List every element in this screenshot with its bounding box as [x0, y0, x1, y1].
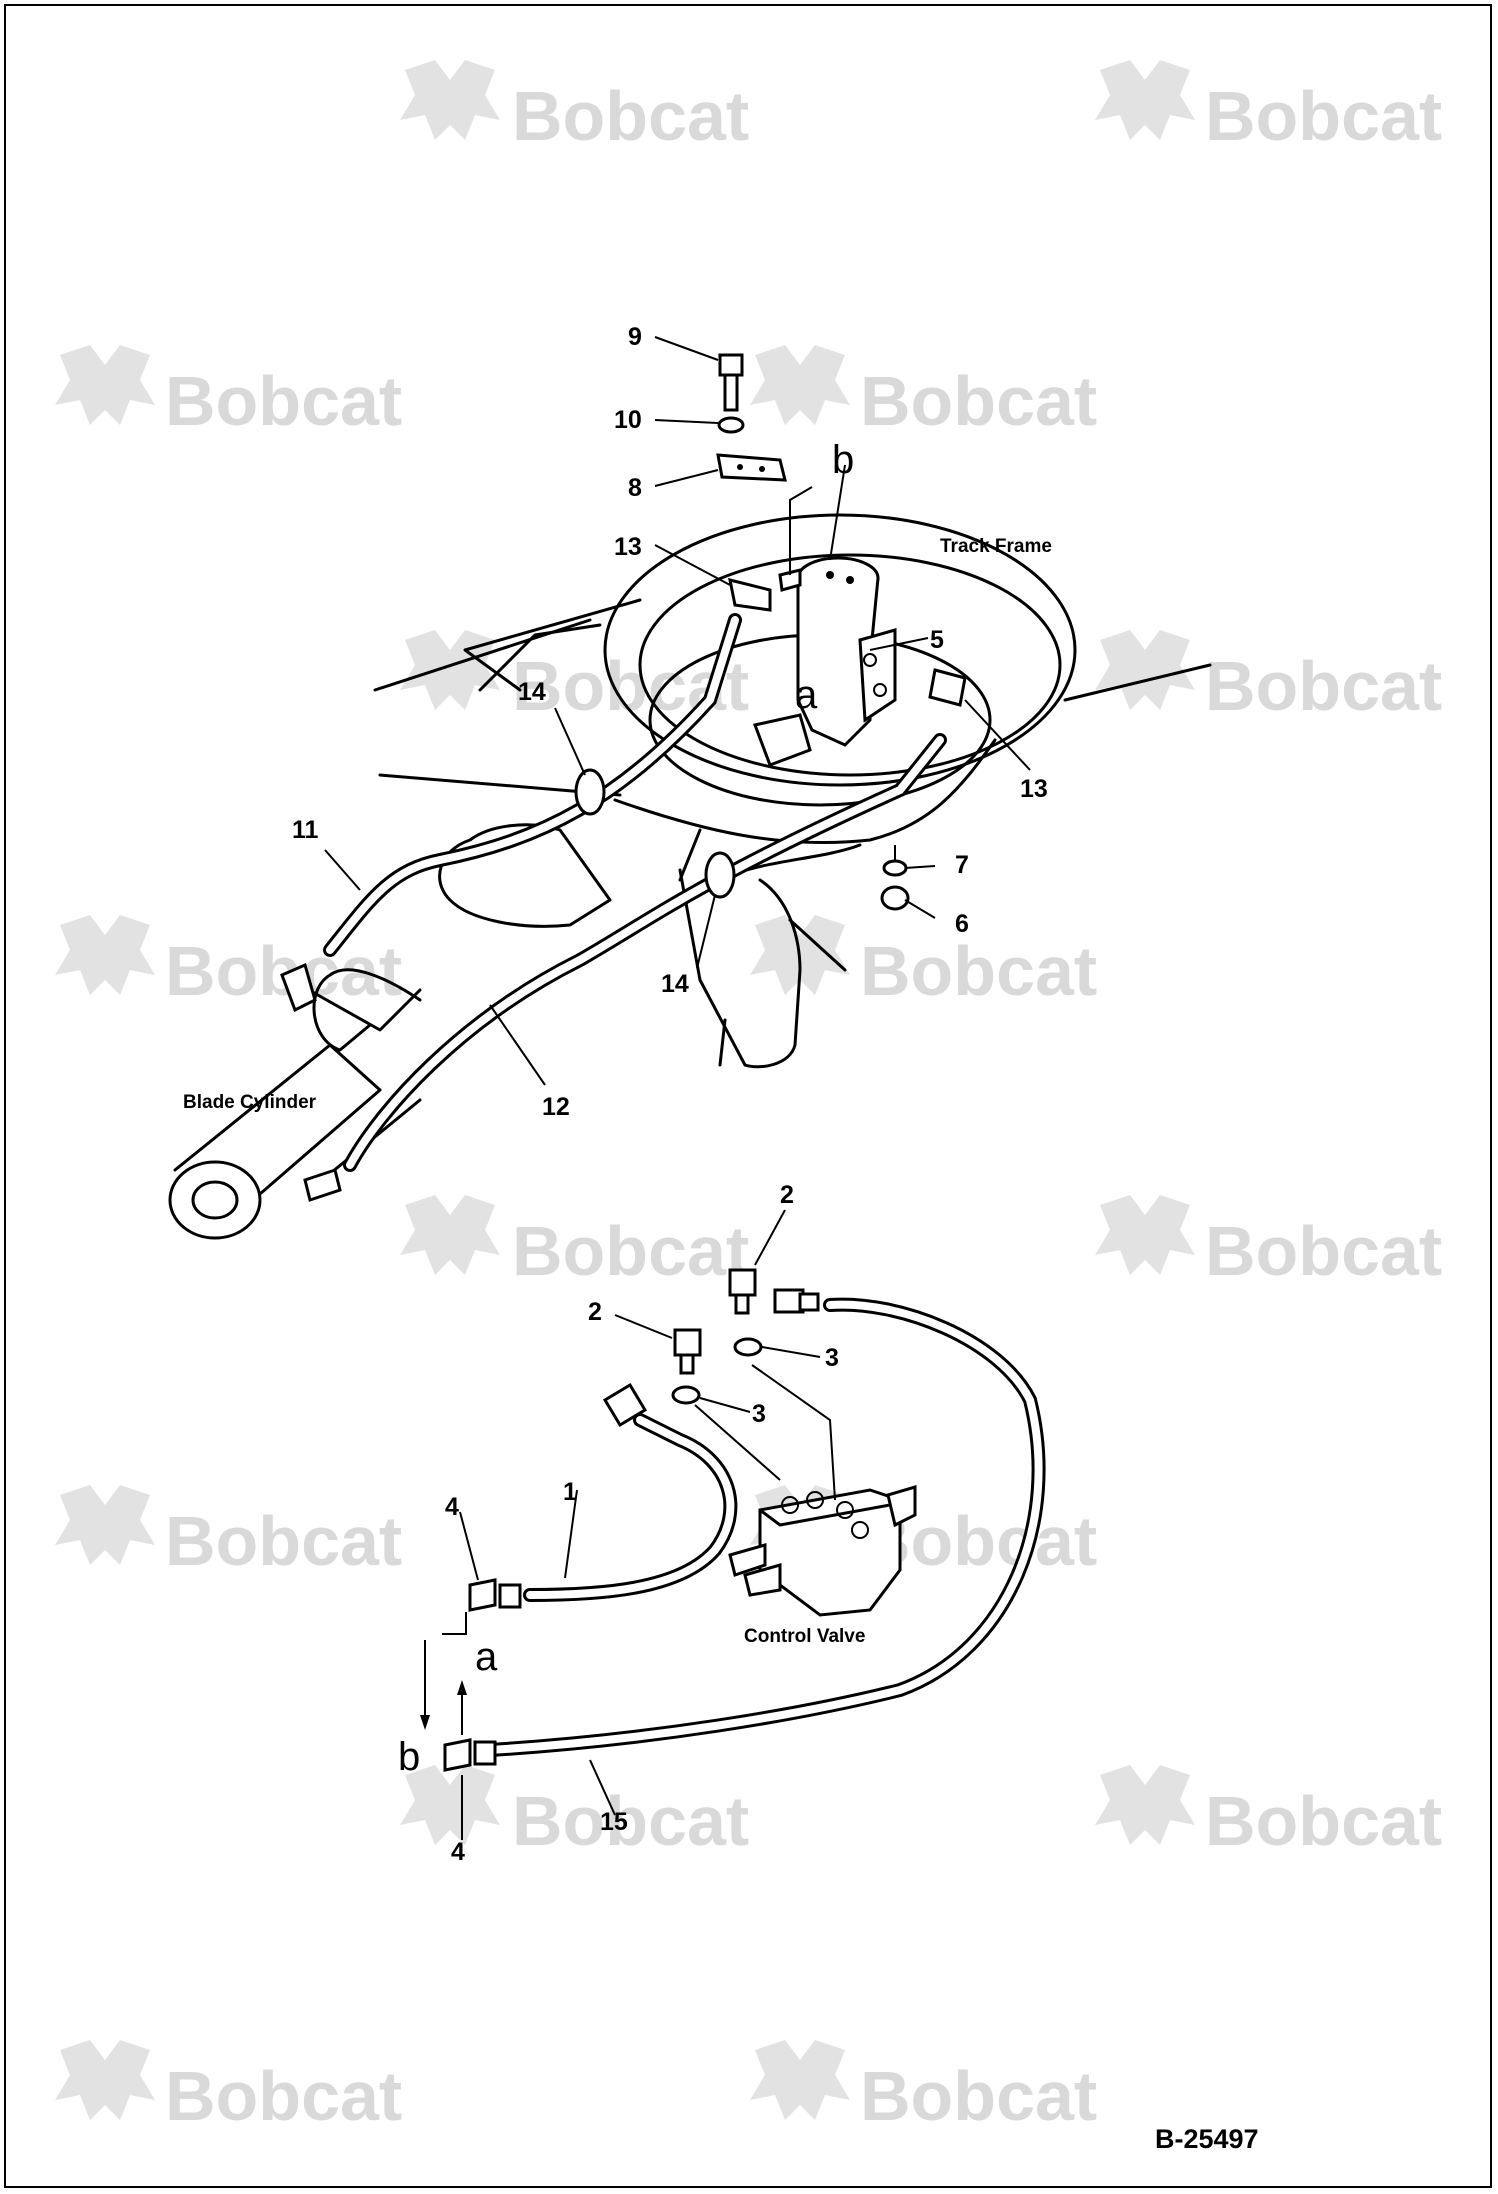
watermark-text: Bobcat	[165, 362, 402, 440]
hose-11	[323, 613, 742, 957]
watermark-logo-icon	[400, 1195, 500, 1275]
watermark-logo-icon	[55, 1485, 155, 1565]
hose-12	[343, 733, 947, 1172]
callout-5: 5	[930, 626, 944, 654]
callout-14-bottom: 14	[661, 970, 689, 998]
leader-lines	[324, 336, 1031, 1840]
watermark-logo-icon	[400, 630, 500, 710]
watermark-logo-icon	[1095, 60, 1195, 140]
callouts: 9 10 8 13 5 13 14 11 7 6 14 12 2 2 3 3 4…	[292, 323, 1048, 1866]
watermark-logo-icon	[1095, 1195, 1195, 1275]
hose-15	[483, 1297, 1046, 1757]
watermark-logo-icon	[55, 915, 155, 995]
watermark-logo-icon	[55, 345, 155, 425]
callout-3-right: 3	[825, 1344, 839, 1372]
watermark-text: Bobcat	[1205, 647, 1442, 725]
callout-2-right: 2	[780, 1181, 794, 1209]
hose-1	[523, 1413, 738, 1602]
control-valve-label: Control Valve	[744, 1626, 865, 1647]
callout-15: 15	[600, 1808, 628, 1836]
o-ring-3-left	[671, 1385, 701, 1405]
watermark-text: Bobcat	[512, 1782, 749, 1860]
letter-b-bottom: b	[398, 1735, 420, 1779]
diagram-frame	[4, 4, 1492, 2188]
watermark-logo-icon	[750, 2040, 850, 2120]
track-frame	[373, 513, 1212, 1069]
washer-10	[717, 416, 745, 434]
callout-9: 9	[628, 323, 642, 351]
watermark-text: Bobcat	[1205, 1212, 1442, 1290]
adapter-2-left	[673, 1328, 702, 1375]
a-link-line	[442, 1612, 467, 1635]
elbow-13-top	[728, 577, 772, 612]
hose-15-end-fitting	[773, 1288, 820, 1314]
letter-a-bottom: a	[475, 1635, 498, 1679]
letter-b-top: b	[832, 438, 854, 482]
bolt-9	[718, 353, 744, 412]
arrow-a-icon	[457, 1680, 467, 1695]
o-ring-3-right	[733, 1337, 763, 1357]
control-valve	[728, 1484, 917, 1617]
washer-7	[882, 859, 908, 877]
watermark-text: Bobcat	[860, 2057, 1097, 2135]
watermark-text: Bobcat	[860, 932, 1097, 1010]
watermark-logo-icon	[55, 2040, 155, 2120]
callout-8: 8	[628, 474, 642, 502]
elbow-hose-1-end	[602, 1382, 648, 1428]
track-frame-label: Track Frame	[940, 536, 1052, 557]
callout-4-bottom: 4	[451, 1838, 465, 1866]
adapter-2-right	[728, 1268, 757, 1315]
elbow-13-right	[928, 668, 967, 707]
arrow-b-icon	[420, 1715, 430, 1730]
watermark-text: Bobcat	[512, 1212, 749, 1290]
callout-7: 7	[955, 851, 969, 879]
watermarks: Bobcat Bobcat Bobcat Bobcat Bobcat Bobca…	[55, 60, 1442, 2135]
watermark-text: Bobcat	[165, 1502, 402, 1580]
hose-14-ring-bottom	[704, 851, 736, 899]
callout-14-top: 14	[518, 678, 546, 706]
nut-6	[880, 885, 910, 911]
swivel-joint	[752, 556, 897, 767]
watermark-logo-icon	[1095, 630, 1195, 710]
watermark-text: Bobcat	[1205, 77, 1442, 155]
watermark-text: Bobcat	[1205, 1782, 1442, 1860]
watermark-text: Bobcat	[860, 362, 1097, 440]
blade-cylinder-label: Blade Cylinder	[183, 1092, 317, 1113]
hose-14-ring-top	[574, 768, 606, 816]
watermark-text: Bobcat	[512, 77, 749, 155]
callout-4-top: 4	[445, 1493, 459, 1521]
callout-6: 6	[955, 910, 969, 938]
letter-a-top: a	[795, 673, 818, 717]
watermark-logo-icon	[750, 345, 850, 425]
watermark-text: Bobcat	[165, 932, 402, 1010]
blade-cylinder	[168, 823, 612, 1240]
callout-3-left: 3	[752, 1400, 766, 1428]
connector-4-top	[468, 1578, 522, 1612]
connector-4-bottom	[443, 1738, 497, 1772]
watermark-logo-icon	[400, 60, 500, 140]
callout-2-left: 2	[588, 1298, 602, 1326]
connection-letters: b a a b	[398, 438, 854, 1779]
watermark-text: Bobcat	[165, 2057, 402, 2135]
part-number: B-25497	[1155, 2124, 1259, 2154]
callout-10: 10	[614, 406, 642, 434]
callout-11: 11	[292, 816, 319, 844]
bracket-8	[716, 453, 787, 482]
callout-12: 12	[542, 1093, 570, 1121]
callout-1: 1	[563, 1478, 577, 1506]
callout-13-right: 13	[1020, 775, 1048, 803]
watermark-logo-icon	[1095, 1765, 1195, 1845]
callout-13-top: 13	[614, 533, 642, 561]
